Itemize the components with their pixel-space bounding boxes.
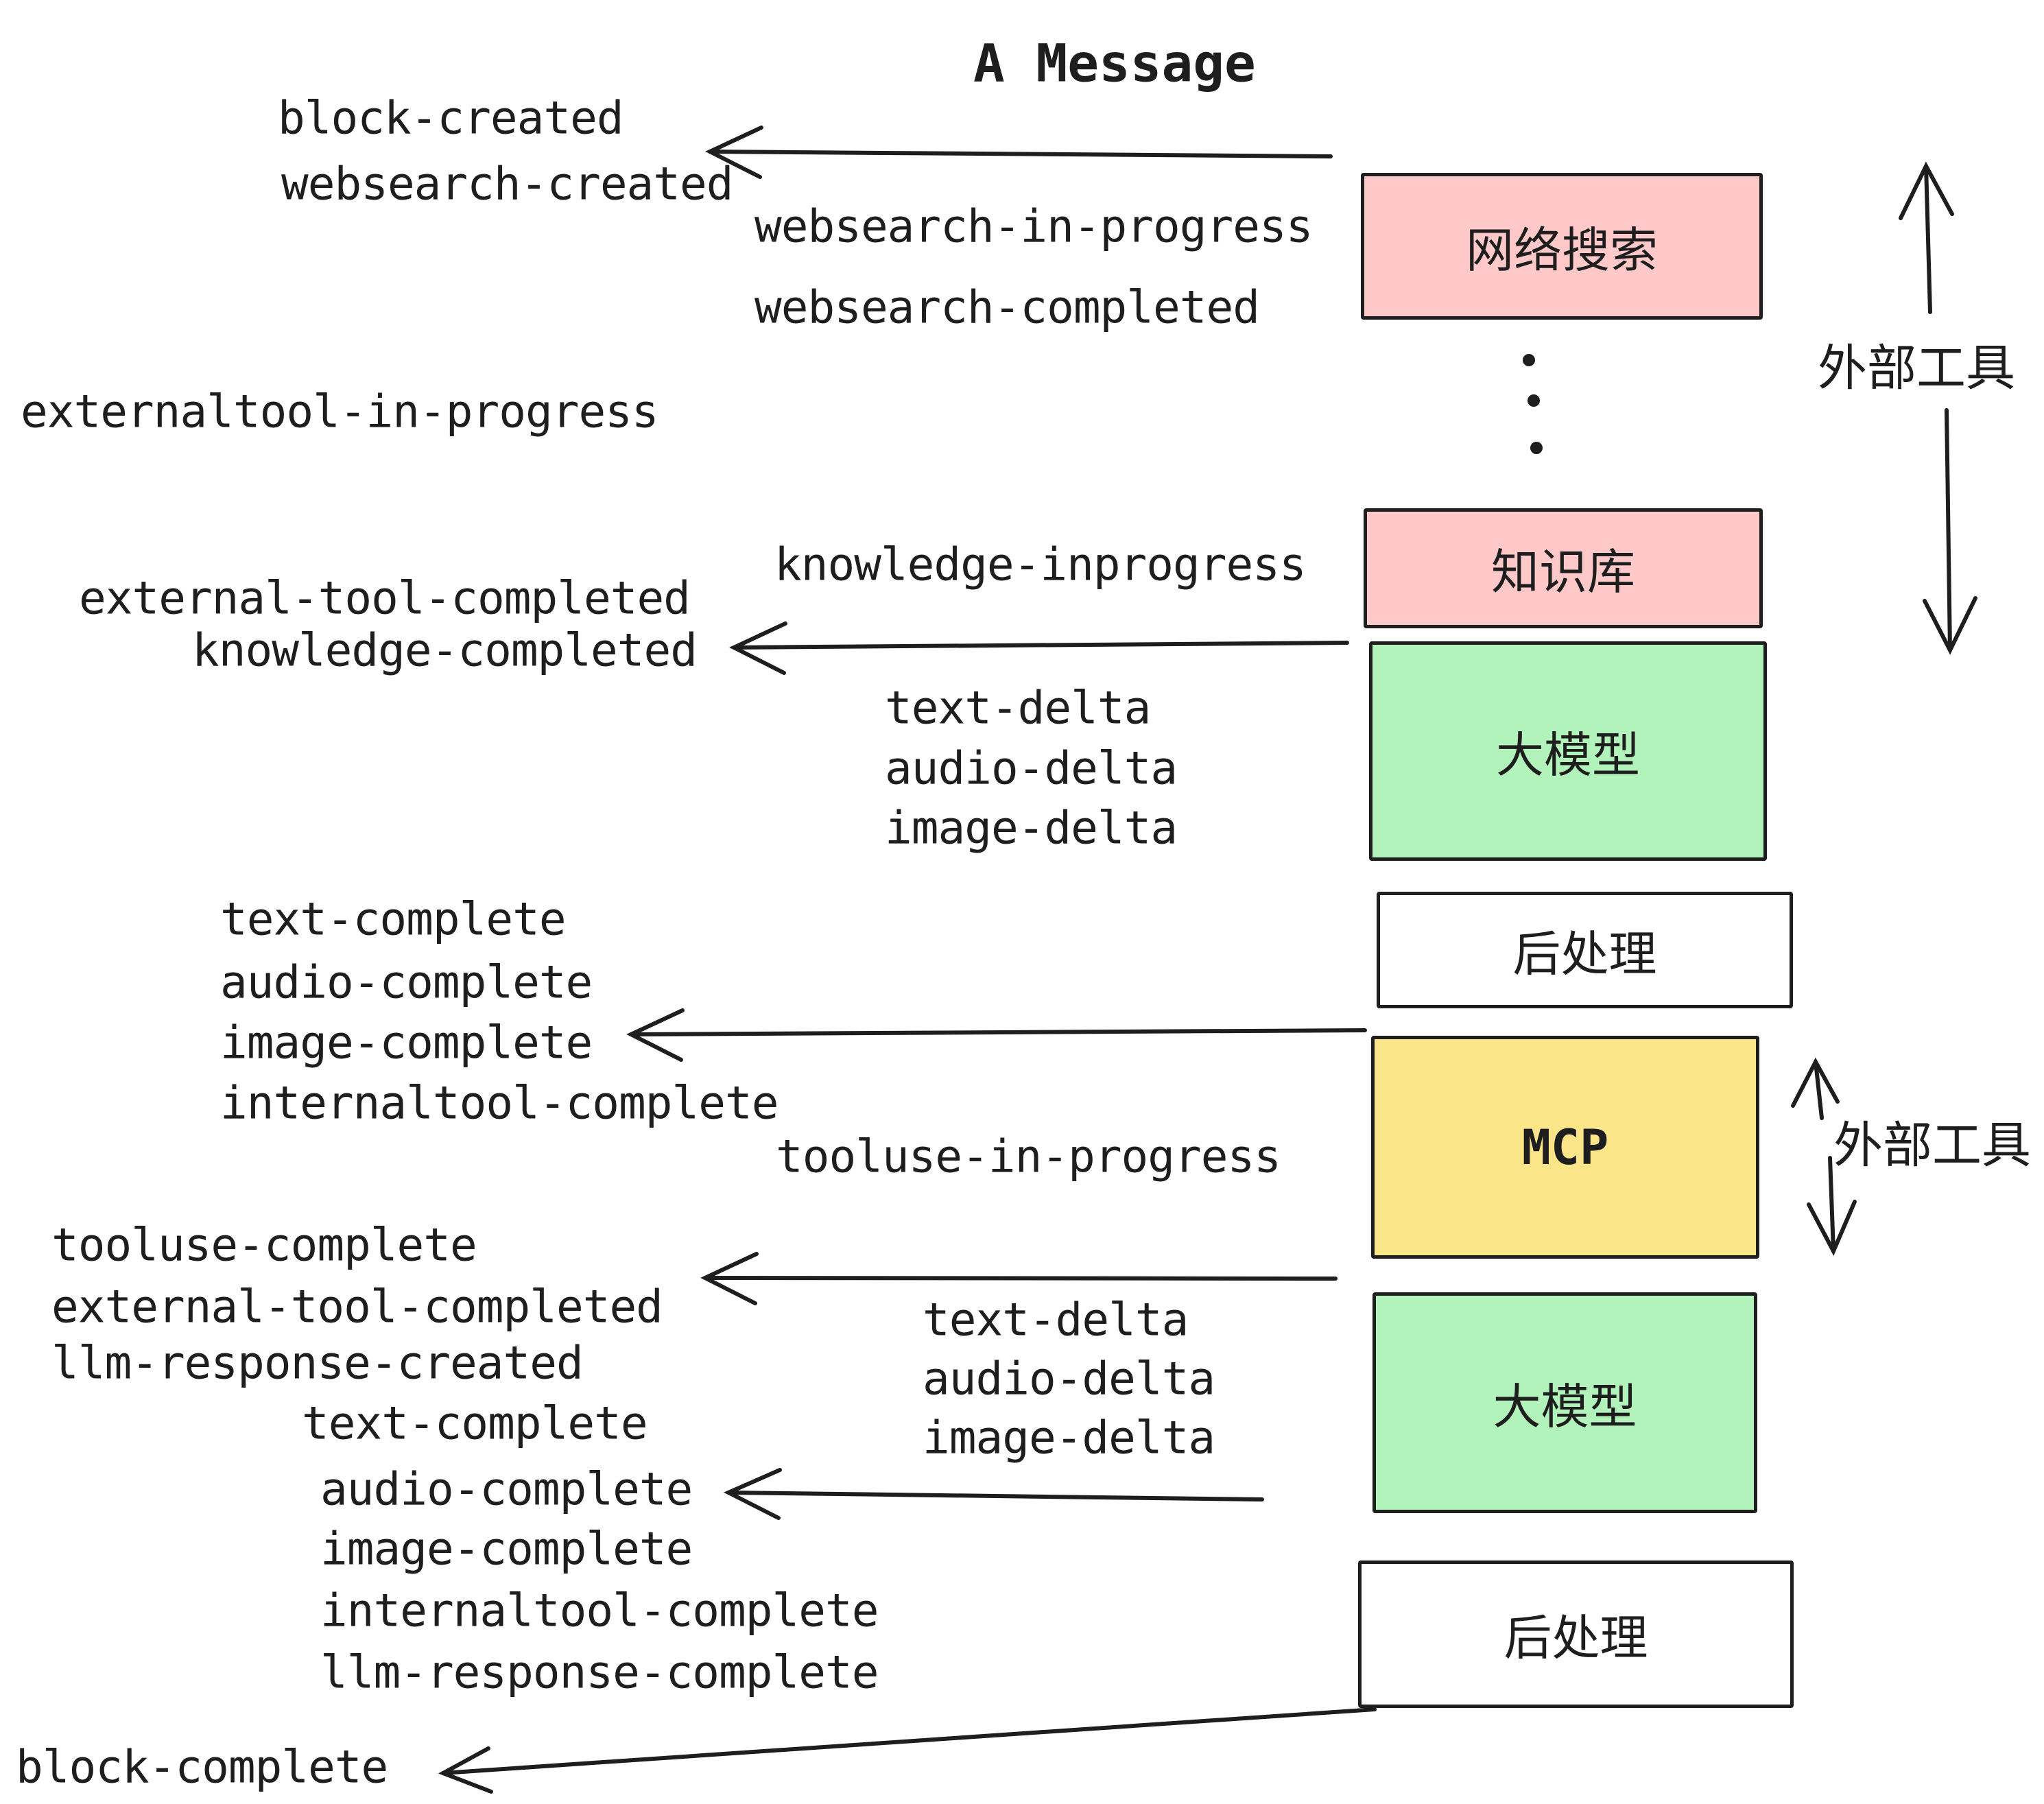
event-text-complete-2: text-complete [302, 1397, 648, 1450]
diagram-title: A Message [973, 32, 1256, 94]
event-knowledge-inprogress: knowledge-inprogress [774, 538, 1307, 591]
event-external-tool-completed: external-tool-completed [79, 571, 691, 625]
event-external-tool-completed-2: external-tool-completed [51, 1280, 663, 1333]
arrow-image-complete-icon [626, 1008, 1367, 1062]
event-image-delta-2: image-delta [923, 1411, 1215, 1464]
event-block-complete: block-complete [16, 1740, 388, 1794]
event-websearch-created: websearch-created [281, 157, 734, 211]
node-post-process-bottom-label: 后处理 [1504, 1610, 1648, 1666]
event-text-delta-1: text-delta [885, 681, 1151, 735]
event-tooluse-in-progress: tooluse-in-progress [776, 1130, 1281, 1183]
arrow-up-external-tools-top-icon [1899, 161, 1954, 314]
node-knowledge-base: 知识库 [1364, 508, 1763, 628]
arrow-websearch-created-icon [705, 126, 1333, 179]
arrow-block-complete-icon [438, 1707, 1377, 1794]
arrow-knowledge-completed-icon [729, 621, 1349, 675]
event-text-complete-1: text-complete [220, 892, 567, 946]
event-audio-delta-1: audio-delta [885, 741, 1178, 795]
node-post-process-top-label: 后处理 [1512, 925, 1657, 982]
node-llm-top-label: 大模型 [1496, 726, 1640, 783]
node-llm-top: 大模型 [1369, 641, 1767, 861]
event-websearch-completed: websearch-completed [754, 281, 1260, 334]
arrow-up-external-tools-side-icon [1791, 1057, 1840, 1120]
node-web-search: 网络搜索 [1361, 173, 1763, 320]
event-internaltool-complete-1: internaltool-complete [220, 1076, 779, 1130]
node-llm-bottom: 大模型 [1372, 1292, 1757, 1513]
event-image-complete-1: image-complete [220, 1016, 593, 1069]
event-audio-delta-2: audio-delta [923, 1352, 1215, 1405]
event-tooluse-complete: tooluse-complete [51, 1218, 477, 1272]
node-llm-bottom-label: 大模型 [1493, 1378, 1637, 1435]
event-audio-complete-2: audio-complete [320, 1462, 693, 1516]
external-tools-side-label: 外部工具 [1833, 1116, 2032, 1174]
external-tools-top-label: 外部工具 [1818, 339, 2016, 397]
event-externaltool-in-progress: externaltool-in-progress [21, 385, 659, 438]
arrow-audio-complete-icon [723, 1468, 1264, 1520]
event-internaltool-complete-2: internaltool-complete [320, 1584, 879, 1637]
event-text-delta-2: text-delta [923, 1293, 1189, 1346]
event-knowledge-completed: knowledge-completed [192, 624, 698, 677]
node-mcp-label: MCP [1521, 1119, 1609, 1176]
node-mcp: MCP [1371, 1036, 1759, 1259]
event-image-delta-1: image-delta [885, 801, 1178, 855]
ellipsis-dots-icon [1523, 354, 1543, 454]
node-web-search-label: 网络搜索 [1466, 222, 1658, 278]
node-post-process-top: 后处理 [1377, 892, 1793, 1008]
event-llm-response-complete: llm-response-complete [320, 1646, 879, 1699]
node-post-process-bottom: 后处理 [1358, 1560, 1794, 1708]
event-audio-complete-1: audio-complete [220, 956, 593, 1009]
event-block-created: block-created [278, 91, 624, 145]
event-llm-response-created: llm-response-created [51, 1336, 584, 1390]
node-knowledge-base-label: 知识库 [1491, 544, 1635, 600]
event-image-complete-2: image-complete [320, 1522, 693, 1576]
arrow-down-external-tools-top-icon [1923, 408, 1977, 655]
event-websearch-in-progress: websearch-in-progress [754, 200, 1313, 253]
